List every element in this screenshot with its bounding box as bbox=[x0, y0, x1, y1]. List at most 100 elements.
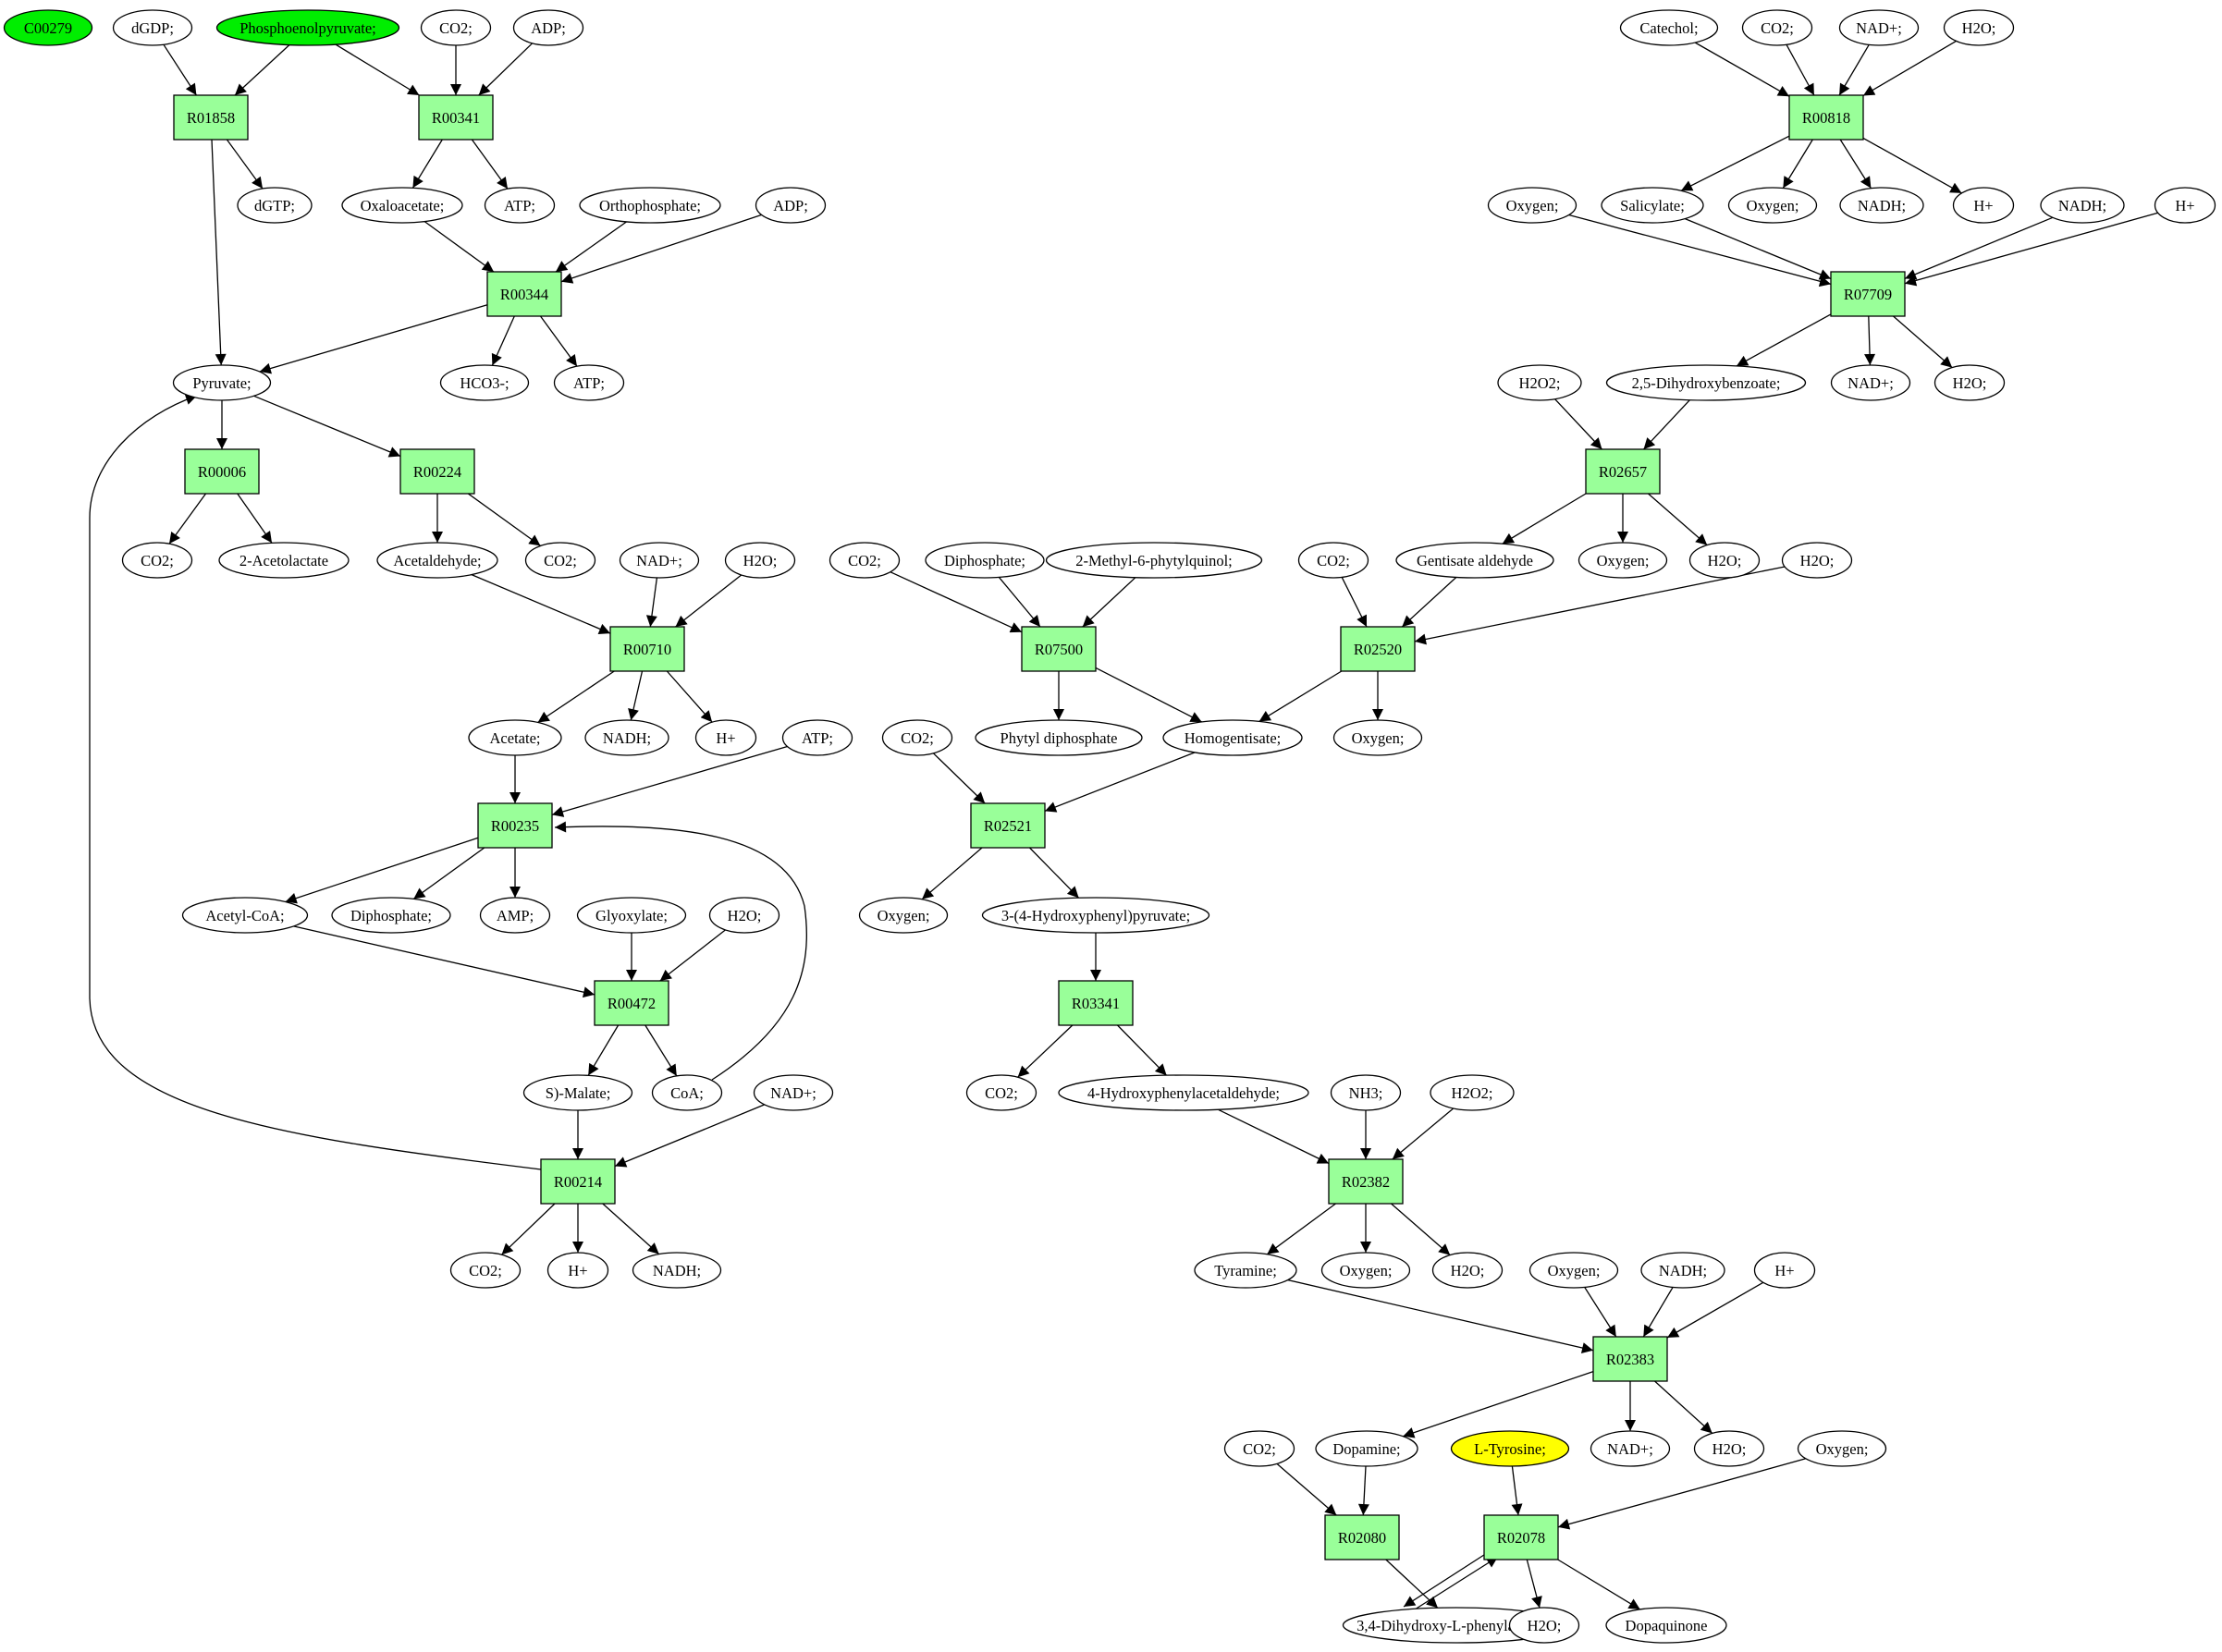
reaction-node-r00214[interactable]: R00214 bbox=[540, 1158, 616, 1205]
compound-node-nadp_3[interactable]: NAD+; bbox=[1590, 1430, 1671, 1467]
compound-node-co2_5[interactable]: CO2; bbox=[829, 542, 901, 579]
compound-node-acetolactate[interactable]: 2-Acetolactate bbox=[218, 542, 350, 579]
reaction-node-r01858[interactable]: R01858 bbox=[173, 94, 249, 141]
compound-node-tyrosine[interactable]: L-Tyrosine; bbox=[1450, 1430, 1570, 1467]
compound-node-tyramine[interactable]: Tyramine; bbox=[1194, 1252, 1297, 1289]
compound-node-hplus_4[interactable]: H+ bbox=[1952, 187, 2015, 224]
reaction-node-r07709[interactable]: R07709 bbox=[1830, 271, 1906, 317]
compound-node-nadp_1[interactable]: NAD+; bbox=[619, 542, 700, 579]
compound-node-salicylate[interactable]: Salicylate; bbox=[1601, 187, 1704, 224]
compound-node-hplus_1[interactable]: H+ bbox=[694, 719, 757, 756]
reaction-node-r07500[interactable]: R07500 bbox=[1021, 626, 1097, 672]
reaction-node-r02520[interactable]: R02520 bbox=[1340, 626, 1416, 672]
compound-node-hplus_5[interactable]: H+ bbox=[2154, 187, 2216, 224]
compound-node-hplus_2[interactable]: H+ bbox=[546, 1252, 609, 1289]
compound-node-co2_3[interactable]: CO2; bbox=[524, 542, 596, 579]
reaction-node-r00818[interactable]: R00818 bbox=[1788, 94, 1864, 141]
compound-node-h2o_7[interactable]: H2O; bbox=[1934, 364, 2006, 401]
compound-node-orthophosphate[interactable]: Orthophosphate; bbox=[579, 187, 721, 224]
compound-node-amp[interactable]: AMP; bbox=[479, 897, 551, 934]
compound-node-nadh_5[interactable]: NADH; bbox=[2040, 187, 2125, 224]
compound-node-dhb[interactable]: 2,5-Dihydroxybenzoate; bbox=[1605, 364, 1807, 401]
compound-node-coa[interactable]: CoA; bbox=[651, 1074, 723, 1111]
compound-node-catechol[interactable]: Catechol; bbox=[1619, 9, 1719, 46]
compound-node-nadh_3[interactable]: NADH; bbox=[1640, 1252, 1725, 1289]
compound-node-adp_2[interactable]: ADP; bbox=[755, 187, 827, 224]
reaction-node-r02382[interactable]: R02382 bbox=[1328, 1158, 1404, 1205]
compound-node-methylphytyl[interactable]: 2-Methyl-6-phytylquinol; bbox=[1045, 542, 1263, 579]
compound-node-oxygen_5[interactable]: Oxygen; bbox=[1487, 187, 1577, 224]
compound-node-oxygen_8[interactable]: Oxygen; bbox=[1332, 719, 1423, 756]
compound-node-co2_6[interactable]: CO2; bbox=[881, 719, 953, 756]
compound-node-h2o_8[interactable]: H2O; bbox=[1688, 542, 1761, 579]
compound-node-nadp_4[interactable]: NAD+; bbox=[1838, 9, 1920, 46]
compound-node-co2_1[interactable]: CO2; bbox=[420, 9, 492, 46]
compound-node-nadh_4[interactable]: NADH; bbox=[1839, 187, 1924, 224]
reaction-node-r00472[interactable]: R00472 bbox=[594, 980, 669, 1026]
reaction-node-r02080[interactable]: R02080 bbox=[1324, 1514, 1400, 1560]
compound-node-h2o_1[interactable]: H2O; bbox=[724, 542, 796, 579]
reaction-node-r03341[interactable]: R03341 bbox=[1058, 980, 1134, 1026]
compound-node-atp_3[interactable]: ATP; bbox=[781, 719, 853, 756]
compound-node-dgdp[interactable]: dGDP; bbox=[112, 9, 193, 46]
compound-node-phytyl[interactable]: Phytyl diphosphate bbox=[975, 719, 1143, 756]
reaction-node-r00224[interactable]: R00224 bbox=[399, 448, 475, 495]
compound-node-co2_4[interactable]: CO2; bbox=[449, 1252, 522, 1289]
compound-node-nadh_2[interactable]: NADH; bbox=[632, 1252, 722, 1289]
compound-node-h2o_3[interactable]: H2O; bbox=[1431, 1252, 1504, 1289]
compound-node-hppyruvate[interactable]: 3-(4-Hydroxyphenyl)pyruvate; bbox=[981, 897, 1210, 934]
compound-node-pyruvate[interactable]: Pyruvate; bbox=[172, 364, 272, 401]
compound-node-oxaloacetate[interactable]: Oxaloacetate; bbox=[341, 187, 463, 224]
reaction-node-r02657[interactable]: R02657 bbox=[1585, 448, 1661, 495]
compound-node-hplus_3[interactable]: H+ bbox=[1753, 1252, 1816, 1289]
compound-node-co2_8[interactable]: CO2; bbox=[1223, 1430, 1295, 1467]
compound-node-h2o_4[interactable]: H2O; bbox=[1693, 1430, 1765, 1467]
compound-node-oxygen_3[interactable]: Oxygen; bbox=[1528, 1252, 1619, 1289]
compound-node-hco3[interactable]: HCO3-; bbox=[439, 364, 530, 401]
compound-node-c00279[interactable]: C00279 bbox=[3, 9, 93, 46]
compound-node-pep[interactable]: Phosphoenolpyruvate; bbox=[215, 9, 400, 46]
compound-node-oxygen_2[interactable]: Oxygen; bbox=[1320, 1252, 1411, 1289]
compound-node-nadh_1[interactable]: NADH; bbox=[584, 719, 669, 756]
reaction-node-r02521[interactable]: R02521 bbox=[970, 802, 1046, 849]
compound-node-oxygen_7[interactable]: Oxygen; bbox=[1577, 542, 1668, 579]
compound-node-acetylcoa[interactable]: Acetyl-CoA; bbox=[181, 897, 309, 934]
reaction-node-r02078[interactable]: R02078 bbox=[1483, 1514, 1559, 1560]
compound-node-acetaldehyde[interactable]: Acetaldehyde; bbox=[376, 542, 498, 579]
compound-node-adp_1[interactable]: ADP; bbox=[512, 9, 584, 46]
compound-node-dopa[interactable]: 3,4-Dihydroxy-L-phenylalanine; bbox=[1342, 1607, 1571, 1644]
compound-node-diphosphate_1[interactable]: Diphosphate; bbox=[331, 897, 451, 934]
reaction-node-r00344[interactable]: R00344 bbox=[486, 271, 562, 317]
compound-node-diphosphate_2[interactable]: Diphosphate; bbox=[925, 542, 1045, 579]
compound-node-h2o_6[interactable]: H2O; bbox=[1943, 9, 2015, 46]
compound-node-nadp_5[interactable]: NAD+; bbox=[1830, 364, 1911, 401]
compound-node-dopaquinone[interactable]: Dopaquinone bbox=[1605, 1607, 1727, 1644]
compound-node-co2_7[interactable]: CO2; bbox=[965, 1074, 1037, 1111]
compound-node-h2o2_1[interactable]: H2O2; bbox=[1430, 1074, 1515, 1111]
compound-node-homogentisate[interactable]: Homogentisate; bbox=[1162, 719, 1303, 756]
compound-node-atp_1[interactable]: ATP; bbox=[484, 187, 556, 224]
compound-node-co2_9[interactable]: CO2; bbox=[1741, 9, 1813, 46]
compound-node-co2_2[interactable]: CO2; bbox=[121, 542, 193, 579]
compound-node-nadp_2[interactable]: NAD+; bbox=[753, 1074, 834, 1111]
compound-node-oxygen_6[interactable]: Oxygen; bbox=[1727, 187, 1818, 224]
reaction-node-r00235[interactable]: R00235 bbox=[477, 802, 553, 849]
reaction-node-r00710[interactable]: R00710 bbox=[609, 626, 685, 672]
compound-node-h2o_2[interactable]: H2O; bbox=[708, 897, 780, 934]
compound-node-gentisald[interactable]: Gentisate aldehyde bbox=[1395, 542, 1554, 579]
compound-node-acetate[interactable]: Acetate; bbox=[468, 719, 562, 756]
compound-node-h2o_9[interactable]: H2O; bbox=[1781, 542, 1853, 579]
compound-node-smalate[interactable]: S)-Malate; bbox=[522, 1074, 633, 1111]
compound-node-oxygen_1[interactable]: Oxygen; bbox=[858, 897, 949, 934]
reaction-node-r02383[interactable]: R02383 bbox=[1592, 1336, 1668, 1382]
compound-node-oxygen_4[interactable]: Oxygen; bbox=[1797, 1430, 1887, 1467]
compound-node-h2o_5[interactable]: H2O; bbox=[1508, 1607, 1580, 1644]
compound-node-hpacetaldehyde[interactable]: 4-Hydroxyphenylacetaldehyde; bbox=[1058, 1074, 1309, 1111]
compound-node-co2_10[interactable]: CO2; bbox=[1297, 542, 1369, 579]
compound-node-nh3[interactable]: NH3; bbox=[1330, 1074, 1402, 1111]
compound-node-h2o2_2[interactable]: H2O2; bbox=[1497, 364, 1582, 401]
compound-node-dgtp[interactable]: dGTP; bbox=[237, 187, 313, 224]
compound-node-glyoxylate[interactable]: Glyoxylate; bbox=[576, 897, 687, 934]
reaction-node-r00006[interactable]: R00006 bbox=[184, 448, 260, 495]
compound-node-dopamine[interactable]: Dopamine; bbox=[1315, 1430, 1418, 1467]
